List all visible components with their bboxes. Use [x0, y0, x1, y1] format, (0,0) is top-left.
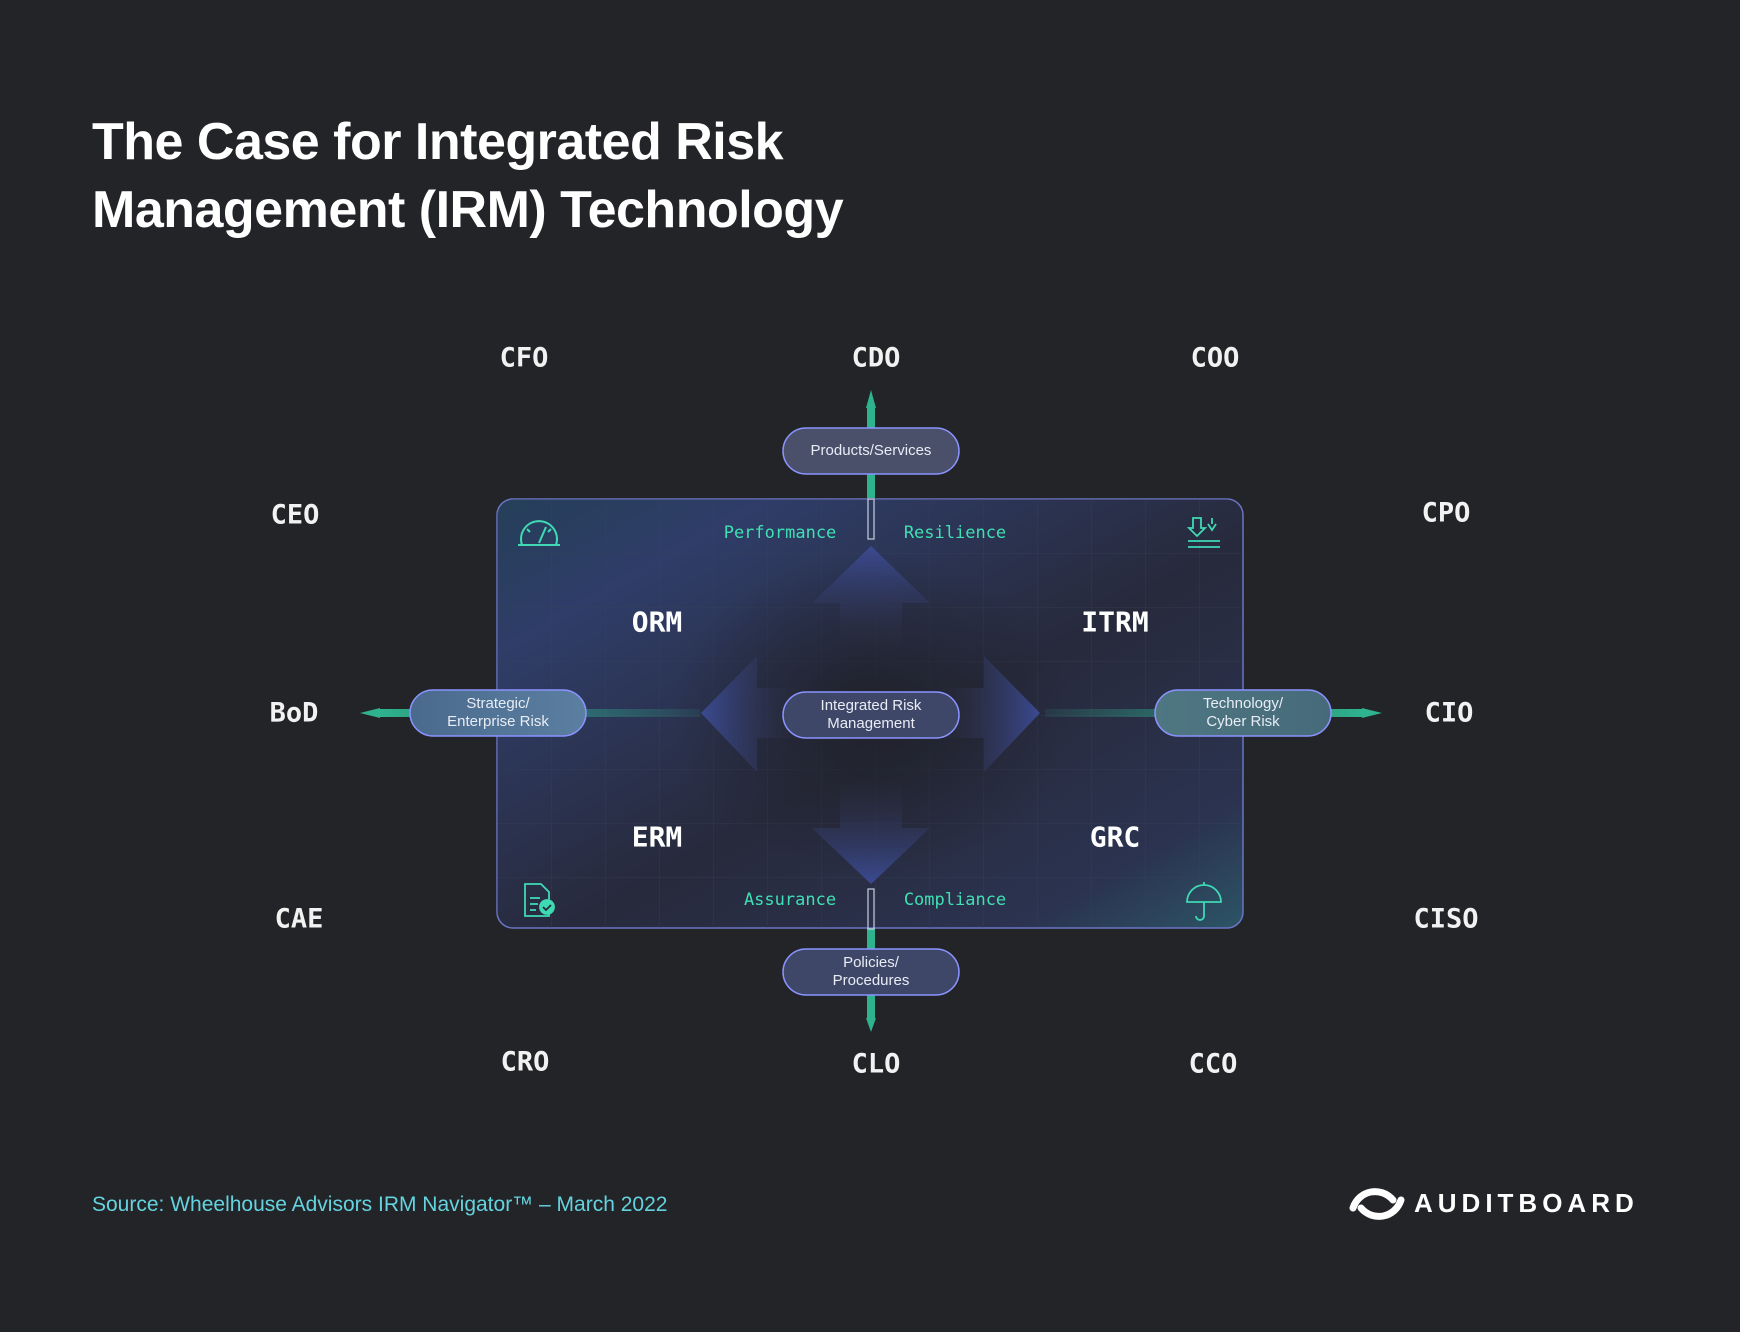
role-cro: CRO: [500, 1046, 550, 1078]
left-teal-arrowhead: [360, 708, 380, 718]
left-pill-bg: [409, 689, 587, 737]
label-resilience: Resilience: [903, 523, 1007, 543]
page-title: The Case for Integrated Risk Management …: [92, 108, 992, 244]
bottom-teal-arrowhead: [866, 1018, 876, 1032]
role-coo: COO: [1190, 342, 1240, 374]
pill-irm-line-2: Management: [827, 715, 915, 732]
role-cco: CCO: [1188, 1048, 1238, 1080]
pill-policies-line-2: Procedures: [832, 972, 910, 989]
pill-strategic-line-2: Enterprise Risk: [447, 713, 549, 730]
bottom-pill-bg: [782, 948, 960, 996]
top-inner-line: [867, 498, 875, 540]
role-clo: CLO: [851, 1048, 901, 1080]
role-cfo: CFO: [499, 342, 549, 374]
pill-technology-line-2: Cyber Risk: [1206, 713, 1280, 730]
top-pill-bg: [782, 427, 960, 475]
arrow-up: [812, 546, 930, 645]
pill-technology-line-1: Technology/: [1202, 695, 1284, 712]
quadrant-orm: ORM: [631, 605, 683, 639]
role-cae: CAE: [274, 903, 324, 935]
center-pill-bg: [782, 691, 960, 739]
quadrant-grc: GRC: [1089, 820, 1141, 854]
pill-policies-procedures: Policies/ Procedures: [783, 949, 959, 995]
role-ceo: CEO: [270, 499, 320, 531]
title-line-2: Management (IRM) Technology: [92, 181, 844, 239]
label-compliance: Compliance: [903, 890, 1007, 910]
pill-irm-line-1: Integrated Risk: [820, 697, 922, 714]
pill-integrated-risk-management: Integrated Risk Management: [783, 692, 959, 738]
role-cpo: CPO: [1421, 497, 1471, 529]
pill-policies-line-1: Policies/: [843, 954, 899, 971]
arrow-right: [941, 656, 1040, 772]
download-arrows-icon: [1186, 517, 1220, 548]
arrow-down: [812, 786, 930, 884]
role-cio: CIO: [1424, 697, 1474, 729]
quadrant-itrm: ITRM: [1081, 605, 1149, 639]
label-performance: Performance: [723, 523, 837, 543]
pill-technology-cyber-risk: Technology/ Cyber Risk: [1155, 690, 1331, 736]
pill-strategic-enterprise-risk: Strategic/ Enterprise Risk: [410, 690, 586, 736]
label-assurance: Assurance: [743, 890, 837, 910]
auditboard-logo-icon: [1349, 1188, 1405, 1220]
source-note: Source: Wheelhouse Advisors IRM Navigato…: [92, 1193, 668, 1216]
quadrant-erm: ERM: [631, 820, 683, 854]
right-pill-bg: [1154, 689, 1332, 737]
arrow-left: [701, 656, 800, 772]
bottom-inner-line: [867, 888, 875, 930]
title-line-1: The Case for Integrated Risk: [92, 113, 784, 171]
role-cdo: CDO: [851, 342, 901, 374]
pill-products-services-text: Products/Services: [810, 442, 932, 459]
right-teal-arrowhead: [1362, 708, 1382, 718]
umbrella-icon: [1186, 882, 1222, 921]
role-ciso: CISO: [1413, 903, 1479, 935]
document-check-icon: [524, 883, 555, 917]
pill-strategic-line-1: Strategic/: [466, 695, 530, 712]
role-bod: BoD: [269, 697, 319, 729]
brand-wordmark: AUDITBOARD: [1414, 1188, 1639, 1218]
top-teal-arrowhead: [866, 390, 876, 408]
speedometer-icon: [518, 520, 560, 546]
pill-products-services: Products/Services: [783, 428, 959, 474]
